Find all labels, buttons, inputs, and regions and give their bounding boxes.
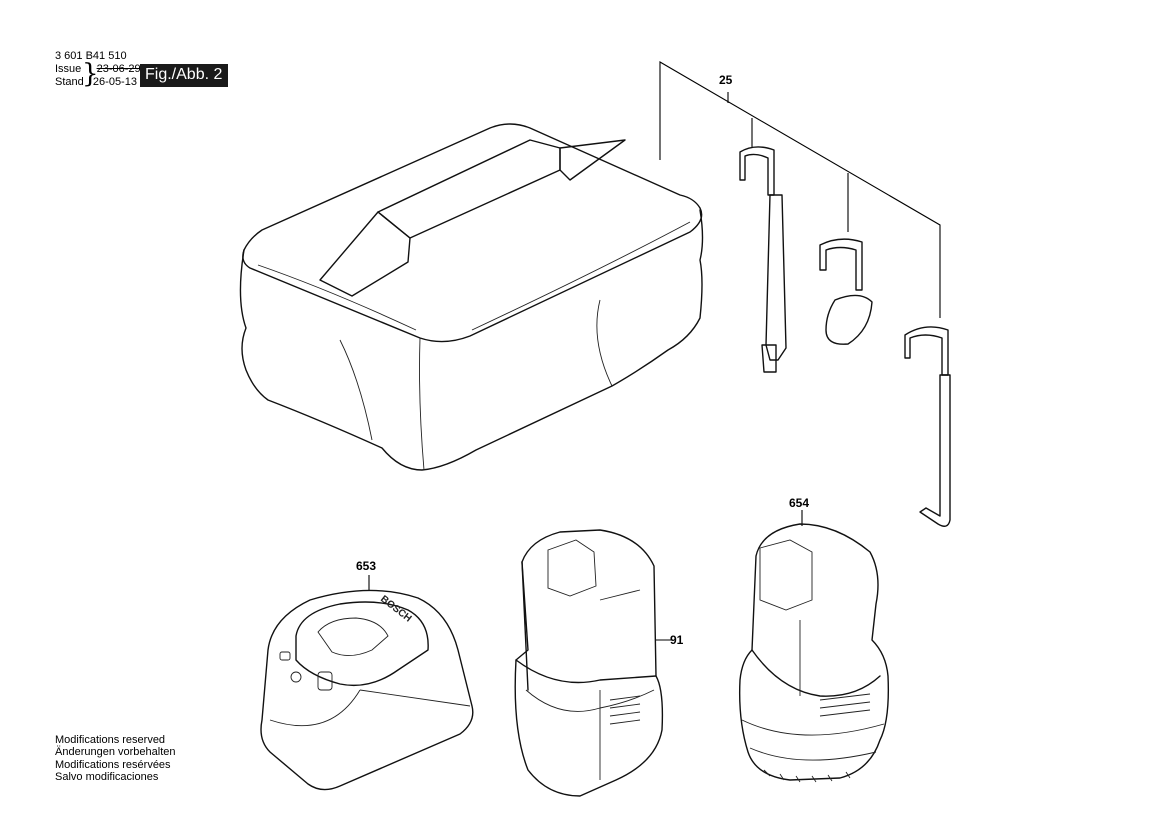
note-line: Modifications reserved xyxy=(55,734,166,746)
note-line: Modifications resérvées xyxy=(55,758,171,771)
note-line: Salvo modificaciones xyxy=(55,770,159,783)
part-number-91: 91 xyxy=(670,633,684,647)
part-number-654: 654 xyxy=(789,496,810,510)
modifications-notes: Modifications reserved Änderungen vorbeh… xyxy=(55,734,175,783)
figure-label: Fig./Abb. 2 xyxy=(140,64,229,87)
leader-lines-25 xyxy=(659,61,941,318)
charger-drawing: BOSCH xyxy=(260,589,474,791)
brace-icon: } xyxy=(82,59,99,89)
battery-654-drawing xyxy=(739,523,889,783)
document-header: 3 601 B41 510 Issue 23-06-29 Stand 26-05… xyxy=(55,50,141,89)
charger-brand-text: BOSCH xyxy=(378,594,413,625)
doc-number: 3 601 B41 510 xyxy=(55,50,127,62)
issue-date: 23-06-29 xyxy=(96,63,141,75)
part-number-653: 653 xyxy=(356,559,377,573)
issue-label: Issue xyxy=(55,63,82,75)
stand-row: Stand 26-05-13 xyxy=(55,76,141,89)
note-line: Änderungen vorbehalten xyxy=(55,746,176,759)
soft-bag-drawing xyxy=(239,123,704,471)
belt-clip-long xyxy=(739,146,787,373)
stand-label: Stand xyxy=(55,76,84,88)
issue-row: Issue 23-06-29 xyxy=(55,63,141,76)
belt-clip-hook xyxy=(904,326,951,527)
part-number-25: 25 xyxy=(719,73,733,87)
stand-date: 26-05-13 xyxy=(92,76,137,88)
belt-clip-short xyxy=(819,238,873,345)
battery-91-drawing xyxy=(514,529,664,797)
